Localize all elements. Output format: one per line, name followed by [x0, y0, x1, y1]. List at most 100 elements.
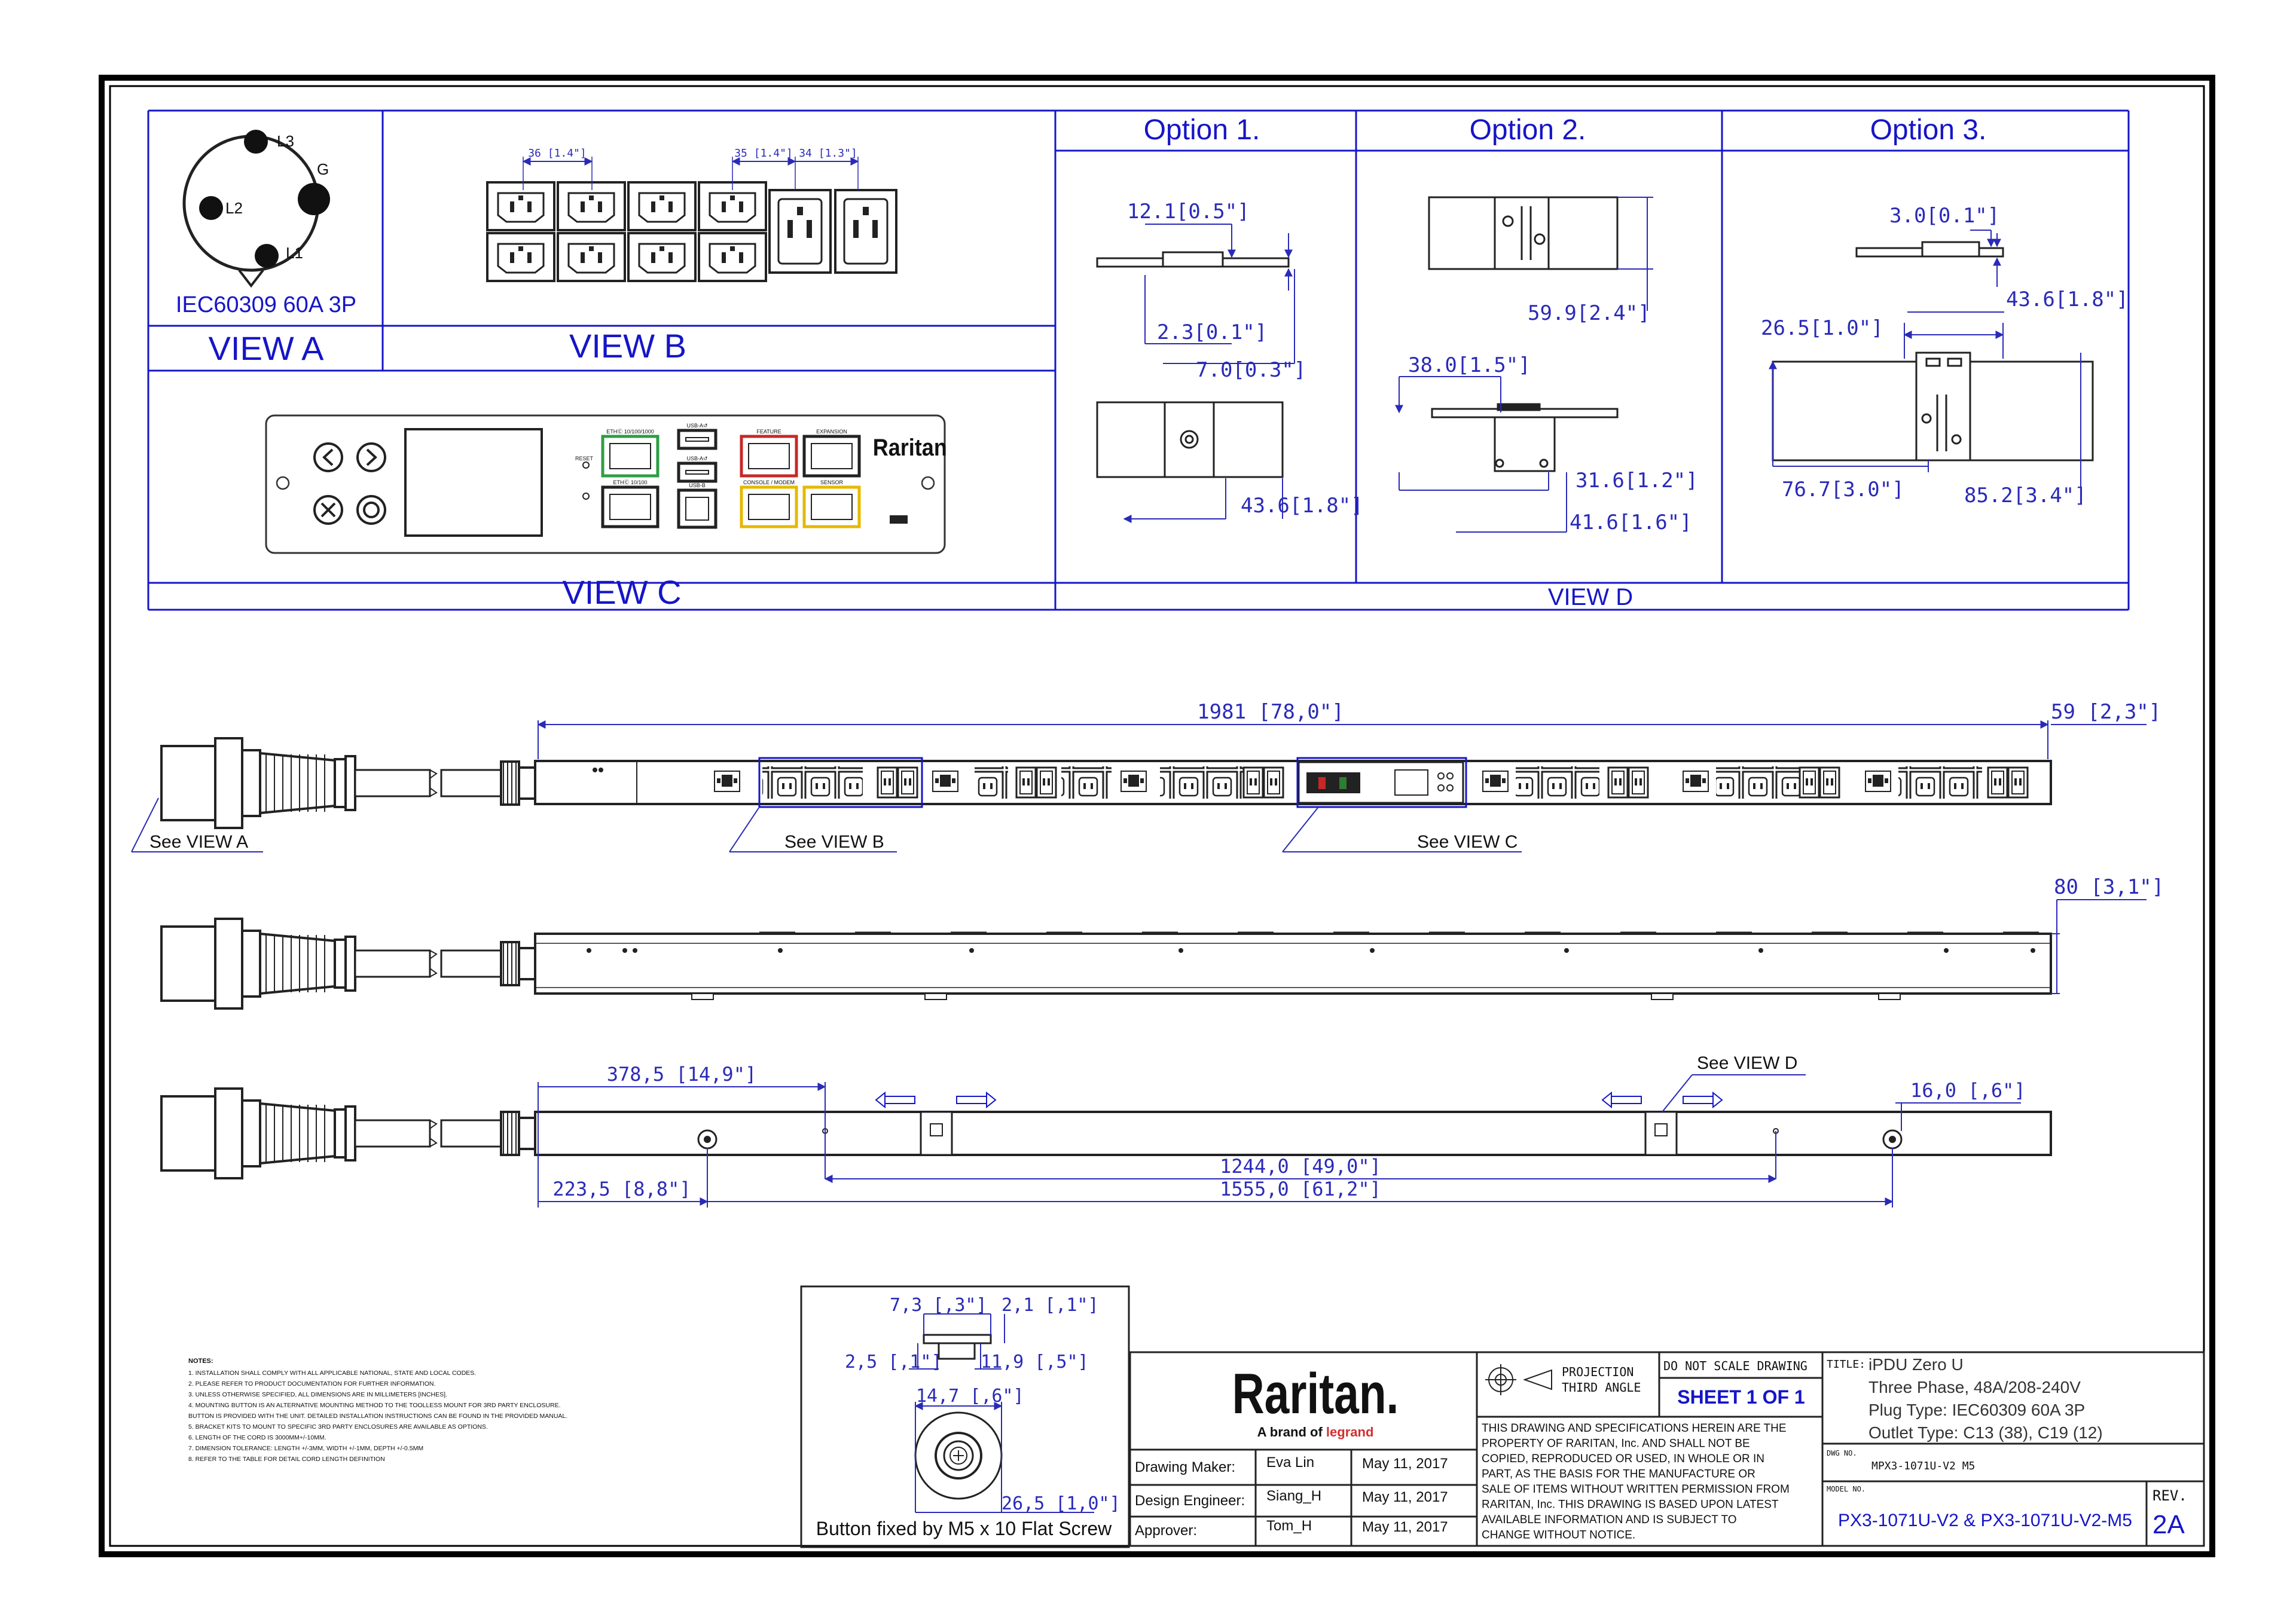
legal-line: CHANGE WITHOUT NOTICE. — [1482, 1529, 1635, 1542]
port-label: SENSOR — [820, 479, 844, 485]
button-detail: 7,3 [,3"] 2,1 [,1"] 2,5 [,1"] 11,9 [,5"]… — [800, 1285, 1130, 1548]
c13-outlet — [698, 232, 767, 282]
legal-line: THIS DRAWING AND SPECIFICATIONS HEREIN A… — [1482, 1422, 1787, 1435]
legal-line: PROPERTY OF RARITAN, Inc. AND SHALL NOT … — [1482, 1438, 1750, 1450]
controller-port: USB-A↺ — [677, 423, 718, 450]
strip-dim-378: 378,5 [14,9"] — [607, 1063, 756, 1086]
c13-outlet-row — [975, 766, 1008, 783]
port-label: FEATURE — [756, 429, 781, 435]
note-line: BUTTON IS PROVIDED WITH THE UNIT. DETAIL… — [188, 1413, 567, 1420]
c19-outlet-group — [768, 189, 897, 274]
port-label: CONSOLE / MODEM — [743, 479, 795, 485]
button-dim-5: 14,7 [,6"] — [916, 1386, 1024, 1407]
c19-outlet — [834, 189, 897, 274]
views-frame — [147, 109, 2130, 611]
brand-parent: legrand — [1326, 1425, 1373, 1439]
controller-port: USB-B — [677, 482, 718, 529]
title-block-brand: Raritan. — [1232, 1362, 1399, 1426]
dwg-number: MPX3-1071U-V2 M5 — [1871, 1460, 1975, 1472]
controller-port: CONSOLE / MODEM — [740, 479, 798, 528]
option-1-dim-2: 2.3[0.1"] — [1157, 320, 1267, 344]
pin-ground — [298, 183, 330, 215]
plug-body — [160, 1087, 536, 1179]
c19-outlet — [877, 766, 918, 799]
side-foot — [1651, 993, 1674, 1000]
note-line: 2. PLEASE REFER TO PRODUCT DOCUMENTATION… — [188, 1380, 435, 1387]
sheet-outer-border — [99, 75, 2215, 1557]
strip-side-body — [534, 933, 2052, 995]
option-2-dim-3: 31.6[1.2"] — [1576, 469, 1698, 493]
title-line: Plug Type: IEC60309 60A 3P — [1868, 1401, 2085, 1419]
view-d-title: VIEW D — [1548, 584, 1633, 610]
option-2-dim-2: 38.0[1.5"] — [1408, 353, 1531, 377]
pin-l2-label: L2 — [225, 199, 243, 217]
document-id — [2187, 90, 2188, 96]
c13-outlet-row — [1716, 782, 1800, 799]
strip-dim-1555: 1555,0 [61,2"] — [1220, 1178, 1381, 1200]
approval-name: Siang_H — [1266, 1488, 1321, 1504]
controller-port: ETHⒸ 10/100/1000 — [601, 429, 660, 478]
option-1-drawing — [1096, 251, 1290, 478]
model-label: MODEL NO. — [1827, 1485, 1866, 1493]
toolless-mount-left — [920, 1111, 953, 1156]
c19-outlet — [1799, 766, 1840, 799]
ok-button-icon — [356, 495, 386, 525]
side-mark — [622, 948, 627, 953]
see-view-d: See VIEW D — [1697, 1053, 1797, 1073]
breaker — [932, 771, 958, 792]
breaker — [1683, 771, 1709, 792]
c13-outlet-row — [1898, 782, 1982, 799]
controller-port: SENSOR — [802, 479, 861, 528]
strip-dim-16: 16,0 [,6"] — [1910, 1079, 2026, 1102]
view-c-title: VIEW C — [562, 573, 681, 611]
approval-role: Drawing Maker: — [1135, 1459, 1235, 1475]
c13-outlet — [557, 181, 626, 231]
side-mark — [969, 948, 974, 953]
rev-label: REV. — [2152, 1487, 2187, 1504]
strip-front-dims — [131, 720, 2147, 852]
left-arrow-button — [313, 442, 343, 472]
port-label: USB-B — [689, 482, 706, 488]
view-b-title: VIEW B — [569, 327, 686, 365]
c19-outlet — [1987, 766, 2029, 799]
title-block-brand-sub: A brand of legrand — [1257, 1425, 1374, 1439]
strip-dim-1244: 1244,0 [49,0"] — [1220, 1155, 1381, 1178]
reset-pinhole — [582, 461, 590, 469]
button-detail-caption: Button fixed by M5 x 10 Flat Screw — [816, 1518, 1112, 1539]
view-a-title: VIEW A — [209, 329, 325, 367]
option-3-title: Option 3. — [1870, 114, 1987, 146]
c13-outlet-row — [975, 782, 1008, 799]
port-label: USB-A↺ — [686, 456, 707, 461]
view-b-dim-3: 34 [1.3"] — [799, 147, 857, 160]
c13-outlet-row — [1716, 766, 1800, 783]
option-2-drawing — [1428, 196, 1619, 472]
notes-heading: NOTES: — [188, 1358, 213, 1365]
controller-port: USB-A↺ — [677, 456, 718, 483]
approval-date: May 11, 2017 — [1362, 1489, 1448, 1505]
port-label: ETHⒸ 10/100 — [613, 479, 647, 485]
side-mark — [778, 948, 783, 953]
side-mark — [587, 948, 591, 953]
pin-g-label: G — [317, 160, 329, 178]
c13-outlet-row — [1516, 782, 1599, 799]
button-dim-4: 11,9 [,5"] — [981, 1352, 1089, 1373]
reset-label: RESET — [575, 456, 594, 461]
note-line: 4. MOUNTING BUTTON IS AN ALTERNATIVE MOU… — [188, 1402, 561, 1409]
c13-outlet — [627, 181, 697, 231]
breaker — [1482, 771, 1509, 792]
strip-outlets — [714, 766, 2029, 799]
pin-l1 — [255, 244, 279, 268]
sheet-inner-border — [109, 85, 2205, 1547]
option-3-dim-4: 76.7[3.0"] — [1782, 478, 1904, 502]
toolless-mount-right — [1644, 1111, 1678, 1156]
c13-outlet — [627, 232, 697, 282]
button-detail-frame — [800, 1285, 1130, 1548]
strip-side-dims — [2051, 899, 2147, 994]
view-c-brand: Raritan — [873, 435, 947, 461]
c13-outlet-row — [762, 766, 863, 783]
c19-outlet — [768, 189, 832, 274]
view-b-dim-1: 36 [1.4"] — [528, 147, 587, 160]
